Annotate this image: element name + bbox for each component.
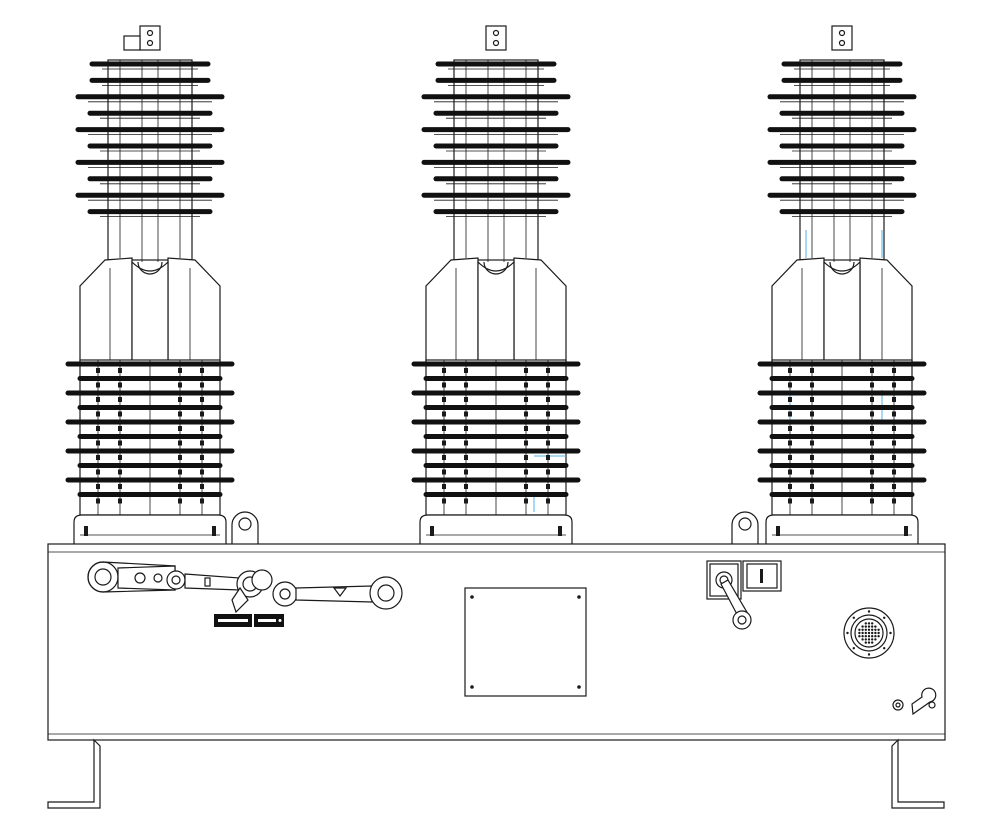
terminal-pad [831,25,853,51]
ground-terminal-icon [892,687,937,716]
position-indicator-labels [214,614,284,627]
pole-right [757,25,927,546]
manual-operating-handle-icon [706,560,782,630]
housing-right-fin [167,257,221,363]
housing-left-fin [771,257,825,363]
multi-pin-connector-icon [843,607,895,659]
housing-right-fin [859,257,913,363]
terminal-pad [139,25,161,51]
mounting-foot-right [891,738,945,809]
lifting-lug-left [231,511,259,546]
pole-center [411,25,581,546]
pole-left [65,25,235,546]
pole-base-flange [419,514,573,546]
terminal-pad [485,25,507,51]
housing-right-fin [513,257,567,363]
inspection-cover [464,587,587,697]
housing-left-fin [79,257,133,363]
operating-linkage [87,561,403,614]
housing-left-fin [425,257,479,363]
lifting-lug-right [731,511,759,546]
pole-base-flange [765,514,919,546]
mounting-foot-left [47,738,101,809]
pole-base-flange [73,514,227,546]
